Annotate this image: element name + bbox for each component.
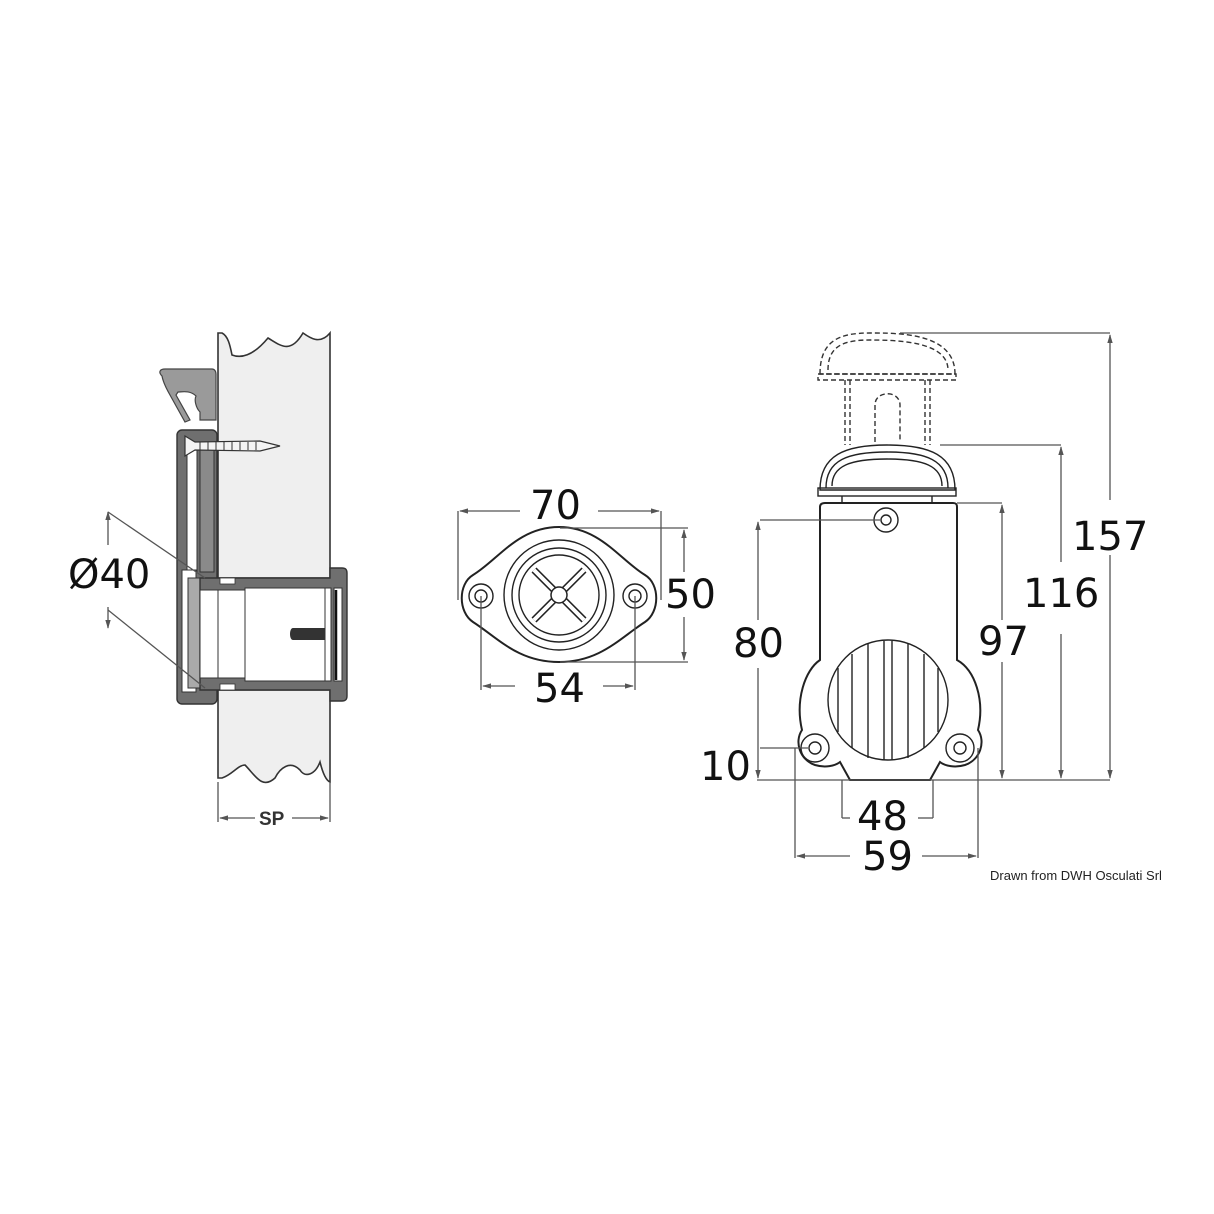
dim-flange-height-label: 50 — [665, 572, 716, 618]
hull-upper — [217, 330, 331, 579]
screw-icon — [184, 434, 281, 458]
flange-view: 70 50 54 — [457, 483, 716, 712]
credit-text: Drawn from DWH Osculati Srl — [990, 868, 1162, 883]
dim-overall-height-label: 157 — [1072, 514, 1148, 560]
dim-hole-spacing-label: 54 — [534, 666, 585, 712]
dim-hole-spacing-bottom-label: 59 — [862, 834, 913, 880]
dim-thickness-label: SP — [259, 809, 285, 830]
dim-inner-width-label: 48 — [857, 794, 908, 840]
dim-diameter-label: Ø40 — [68, 552, 150, 598]
flange-outline — [460, 525, 658, 664]
bottom-hole-right — [945, 733, 975, 763]
dim-bottom-hole-height-label: 10 — [700, 744, 751, 790]
dimension-thickness: SP — [217, 782, 331, 830]
dim-top-hole-label: 80 — [733, 621, 784, 667]
dim-flange-width-label: 70 — [530, 483, 581, 529]
valve-body-outline — [797, 502, 983, 781]
dim-body-height-label: 97 — [978, 619, 1029, 665]
hull-lower — [217, 689, 331, 784]
latch-handle — [159, 368, 217, 423]
dimension-diameter: Ø40 — [68, 511, 206, 689]
grille-icon — [827, 639, 949, 761]
cap-open-dashed — [817, 332, 957, 445]
grate-cross-icon — [531, 567, 587, 623]
cap-closed — [817, 444, 957, 504]
dim-cap-base-height-label: 116 — [1023, 571, 1099, 617]
valve-stem — [290, 628, 325, 640]
section-view: Ø40 SP — [68, 330, 348, 830]
front-view: 80 10 97 116 157 48 59 — [700, 332, 1148, 880]
